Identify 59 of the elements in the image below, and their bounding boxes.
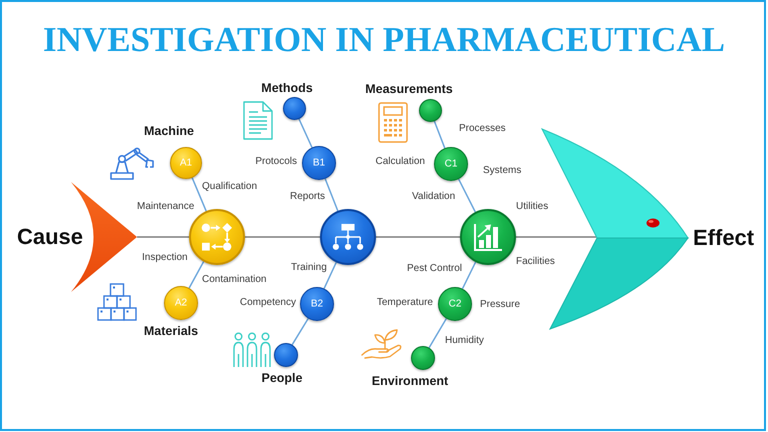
hub-circle <box>189 209 245 265</box>
spine-line <box>245 236 320 238</box>
bone-line <box>192 178 207 212</box>
sub-cause-label: Reports <box>290 191 326 203</box>
category-circle <box>438 287 472 321</box>
sub-cause-label: Facilities <box>516 256 555 268</box>
category-circle <box>170 147 202 179</box>
sub-cause-label: Training <box>291 262 327 274</box>
bone-line <box>188 261 204 288</box>
circle-label: B2 <box>310 298 324 310</box>
category-circle <box>300 287 334 321</box>
bone-end-dot <box>282 96 306 120</box>
bone-line <box>434 120 446 148</box>
hub-circle <box>460 209 516 265</box>
sub-cause-label: Humidity <box>445 335 484 347</box>
circle-label: C2 <box>448 298 462 310</box>
bone-line <box>298 118 313 148</box>
circle-label: B1 <box>312 158 326 168</box>
bone-line <box>458 178 476 212</box>
sub-cause-label: Utilities <box>516 201 548 213</box>
category-label: Methods <box>261 81 313 95</box>
spine-line <box>376 236 460 238</box>
effect-label: Effect <box>693 226 754 250</box>
title: INVESTIGATION IN PHARMACEUTICAL <box>43 20 725 60</box>
sub-cause-label: Contamination <box>202 274 266 286</box>
category-label: Machine <box>144 124 194 138</box>
circle-label: A2 <box>174 298 188 308</box>
bone-line <box>292 318 309 346</box>
circle-label: C1 <box>444 158 458 170</box>
bone-end-dot <box>418 98 442 122</box>
sub-cause-label: Competency <box>240 297 296 309</box>
bone-end-dot <box>411 346 435 370</box>
category-label: Measurements <box>365 82 453 96</box>
sub-cause-label: Validation <box>412 191 456 203</box>
category-label: Materials <box>144 324 198 338</box>
bone-end-dot <box>274 343 298 367</box>
bone-line <box>324 178 338 212</box>
spine-line <box>137 236 189 238</box>
sub-cause-label: Protocols <box>255 156 297 168</box>
bone-line <box>462 262 476 290</box>
category-circle <box>302 146 336 180</box>
sub-cause-label: Qualification <box>202 181 258 193</box>
bone-line <box>323 262 337 289</box>
sub-cause-label: Inspection <box>142 252 188 264</box>
sub-cause-label: Systems <box>483 165 522 177</box>
sub-cause-label: Temperature <box>376 297 433 309</box>
sub-cause-label: Maintenance <box>137 201 194 213</box>
category-circle <box>164 286 198 320</box>
sub-cause-label: Pest Control <box>407 263 462 275</box>
circle-label: A1 <box>180 158 192 168</box>
category-label: Environment <box>372 374 448 388</box>
sub-cause-label: Calculation <box>376 156 425 168</box>
category-circle <box>434 147 468 181</box>
category-label: People <box>262 371 302 385</box>
spine-line <box>516 236 597 238</box>
cause-label: Cause <box>17 225 84 249</box>
bone-line <box>428 318 447 348</box>
sub-cause-label: Processes <box>459 123 506 135</box>
sub-cause-label: Pressure <box>480 299 520 311</box>
